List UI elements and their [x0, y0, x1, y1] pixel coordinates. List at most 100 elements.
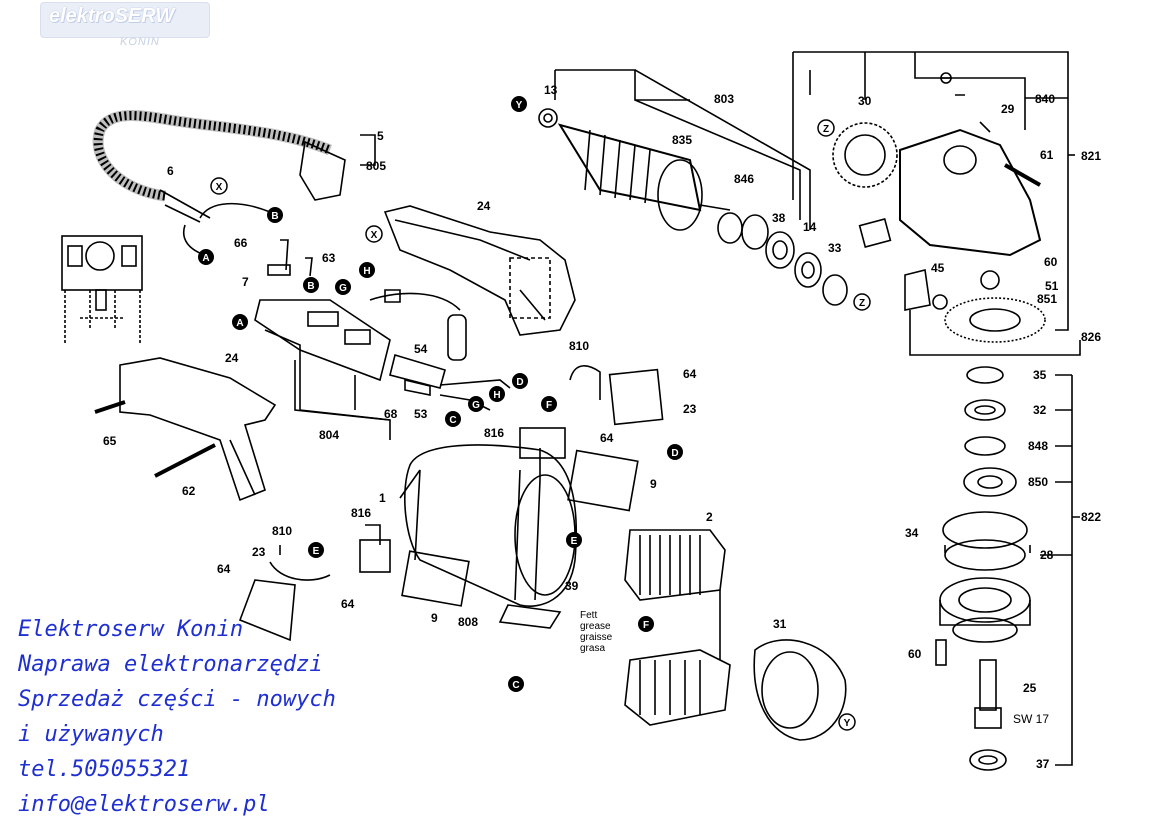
part-label: 9 — [431, 611, 438, 625]
marker-letter: Y — [516, 100, 523, 111]
marker-letter: Z — [823, 124, 829, 135]
shop-logo: elektroSERW — [40, 2, 210, 38]
part-label: 810 — [272, 524, 292, 538]
marker-c-1: C — [445, 411, 461, 427]
part-label: 822 — [1081, 510, 1101, 524]
part-label: 32 — [1033, 403, 1047, 417]
part-label: 5 — [377, 129, 384, 143]
marker-letter: E — [313, 546, 320, 557]
leader-lines — [279, 51, 1081, 766]
part-label: 13 — [544, 83, 558, 97]
marker-g-2: G — [468, 396, 484, 412]
part-label: 30 — [858, 94, 872, 108]
marker-y-1: Y — [511, 96, 527, 112]
marker-d-1: D — [512, 373, 528, 389]
part-label: 805 — [366, 159, 386, 173]
part-label: 28 — [1040, 548, 1054, 562]
grease-line: graisse — [580, 632, 613, 643]
marker-h-2: H — [489, 386, 505, 402]
advert-line-service: Naprawa elektronarzędzi — [18, 652, 323, 677]
part-label: 66 — [234, 236, 248, 250]
marker-letter: B — [271, 211, 278, 222]
marker-letter: X — [371, 230, 378, 241]
marker-f-2: F — [638, 616, 654, 632]
marker-c-2: C — [508, 676, 524, 692]
part-number-labels: 13 803 835 30 840 29 821 61 846 38 14 33… — [103, 83, 1101, 771]
marker-x-2: X — [365, 225, 383, 243]
diagram-linework — [61, 72, 1046, 771]
part-label: 6 — [167, 164, 174, 178]
part-label: 848 — [1028, 439, 1048, 453]
part-label: 64 — [600, 431, 614, 445]
part-label: 60 — [1044, 255, 1058, 269]
marker-layer: Y X B A B A H G X D H G C F D E E F C Y … — [198, 96, 871, 731]
part-label: 850 — [1028, 475, 1048, 489]
part-label: 24 — [477, 199, 491, 213]
part-label: 37 — [1036, 757, 1050, 771]
part-label: 23 — [683, 402, 697, 416]
grease-line: grasa — [580, 643, 605, 654]
part-label: 846 — [734, 172, 754, 186]
marker-b-1: B — [267, 207, 283, 223]
part-label: 9 — [650, 477, 657, 491]
part-label: 816 — [484, 426, 504, 440]
part-label: 68 — [384, 407, 398, 421]
marker-a-1: A — [198, 249, 214, 265]
marker-letter: C — [449, 415, 456, 426]
marker-letter: H — [493, 390, 500, 401]
marker-letter: A — [202, 253, 209, 264]
part-label: 34 — [905, 526, 919, 540]
part-label: 810 — [569, 339, 589, 353]
marker-e-1: E — [566, 532, 582, 548]
marker-letter: G — [339, 283, 347, 294]
advert-line-phone[interactable]: tel.505055321 — [18, 757, 191, 782]
marker-letter: Z — [859, 298, 865, 309]
part-label: 51 — [1045, 279, 1059, 293]
part-label: 31 — [773, 617, 787, 631]
part-label: 808 — [458, 615, 478, 629]
part-label: 53 — [414, 407, 428, 421]
part-label: 25 — [1023, 681, 1037, 695]
advert-line-email[interactable]: info@elektroserw.pl — [18, 792, 270, 817]
marker-letter: A — [236, 318, 243, 329]
part-label: 64 — [217, 562, 231, 576]
marker-z-1: Z — [817, 119, 835, 137]
part-label: 7 — [242, 275, 249, 289]
wrench-size-label: SW 17 — [1013, 712, 1049, 726]
part-label: 64 — [341, 597, 355, 611]
grease-line: grease — [580, 621, 611, 632]
part-label: 62 — [182, 484, 196, 498]
part-label: 45 — [931, 261, 945, 275]
part-label: 804 — [319, 428, 339, 442]
part-label: 803 — [714, 92, 734, 106]
marker-letter: D — [671, 448, 678, 459]
marker-letter: H — [363, 266, 370, 277]
marker-letter: X — [216, 182, 223, 193]
marker-letter: D — [516, 377, 523, 388]
advert-line-sales: Sprzedaż części - nowych — [18, 687, 336, 712]
part-label: 821 — [1081, 149, 1101, 163]
part-label: 826 — [1081, 330, 1101, 344]
part-label: 39 — [565, 579, 579, 593]
part-label: 38 — [772, 211, 786, 225]
marker-b-2: B — [303, 277, 319, 293]
part-label: 816 — [351, 506, 371, 520]
marker-e-2: E — [308, 542, 324, 558]
marker-x-1: X — [210, 177, 228, 195]
part-label: 61 — [1040, 148, 1054, 162]
marker-z-2: Z — [853, 293, 871, 311]
grease-line: Fett — [580, 610, 597, 621]
part-label: 35 — [1033, 368, 1047, 382]
part-label: 851 — [1037, 292, 1057, 306]
logo-brand-text: elektroSERW — [49, 5, 175, 27]
advert-line-used: i używanych — [18, 722, 164, 747]
part-label: 1 — [379, 491, 386, 505]
marker-letter: F — [643, 620, 649, 631]
part-label: 14 — [803, 220, 817, 234]
part-label: 2 — [706, 510, 713, 524]
part-label: 835 — [672, 133, 692, 147]
part-label: 64 — [683, 367, 697, 381]
part-label: 54 — [414, 342, 428, 356]
part-label: 840 — [1035, 92, 1055, 106]
advert-line-company: Elektroserw Konin — [18, 617, 244, 642]
